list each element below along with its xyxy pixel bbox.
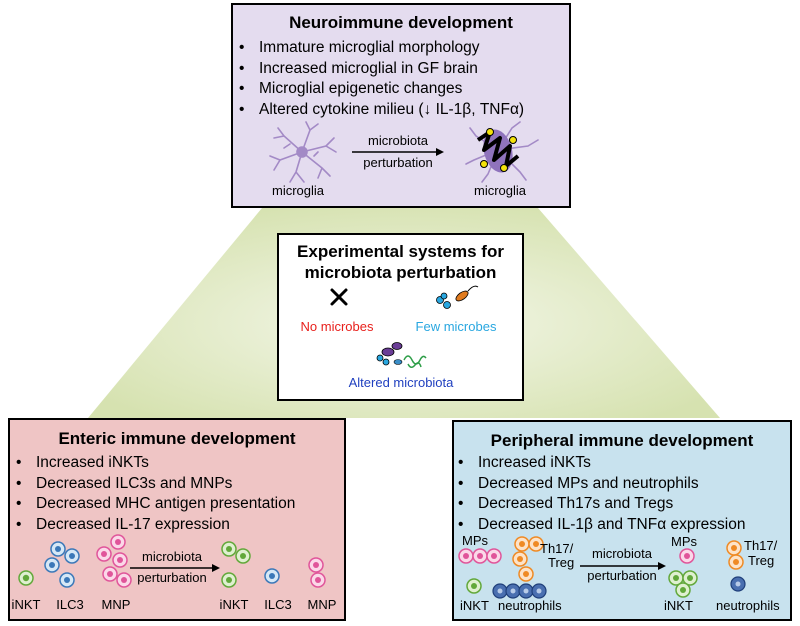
inkt-label: iNKT	[460, 598, 489, 613]
inkt-cell-icon	[18, 570, 34, 586]
mps-label: MPs	[462, 533, 488, 548]
arrow-label-top: microbiota	[368, 133, 428, 148]
activated-microglia-icon	[465, 121, 539, 183]
neutrophil-cell-icon	[730, 576, 746, 592]
arrow-label-bottom: perturbation	[137, 570, 207, 585]
neutrophils-label: neutrophils	[498, 598, 562, 613]
arrow-label-top: microbiota	[142, 549, 202, 564]
neuroimmune-box: Neuroimmune development Immature microgl…	[231, 3, 571, 208]
bullet: Increased iNKTs	[458, 453, 745, 474]
altered-microbiota-label: Altered microbiota	[348, 375, 454, 390]
few-microbes-icon	[436, 285, 479, 309]
arrow-head	[436, 148, 444, 156]
arrow-head	[212, 564, 220, 572]
arrow-label-bottom: perturbation	[587, 568, 657, 583]
experimental-systems-box: Experimental systems for microbiota pert…	[277, 233, 524, 401]
th17-treg-label: Th17/	[744, 538, 778, 553]
experimental-title-line1: Experimental systems for	[297, 242, 504, 261]
ilc3-label: ILC3	[56, 597, 84, 612]
mps-label: MPs	[671, 534, 697, 549]
mnp-label: MNP	[307, 597, 337, 612]
arrow-label-bottom: perturbation	[363, 155, 433, 170]
inkt-cell-icon	[668, 570, 698, 598]
neutrophils-label: neutrophils	[716, 598, 780, 613]
bullet: Decreased MPs and neutrophils	[458, 474, 745, 495]
mp-cell-icon	[679, 548, 695, 564]
mnp-label: MNP	[101, 597, 131, 612]
inkt-label: iNKT	[664, 598, 693, 613]
inkt-label: iNKT	[11, 597, 41, 612]
experimental-title-line2: microbiota perturbation	[304, 263, 497, 282]
th17-treg-label: Treg	[548, 555, 575, 570]
arrow-label-top: microbiota	[592, 546, 652, 561]
microglia-label: microglia	[473, 183, 527, 198]
enteric-title: Enteric immune development	[58, 429, 296, 448]
bullet: Decreased ILC3s and MNPs	[16, 474, 295, 495]
peripheral-title: Peripheral immune development	[490, 431, 754, 450]
bullet: Decreased IL-17 expression	[16, 515, 295, 536]
bullet: Decreased Th17s and Tregs	[458, 494, 745, 515]
bullet: Decreased MHC antigen presentation	[16, 494, 295, 515]
bullet: Increased microglial in GF brain	[239, 59, 524, 80]
th17-treg-label: Treg	[748, 553, 775, 568]
bullet: Altered cytokine milieu (↓ IL-1β, TNFα)	[239, 100, 524, 121]
no-microbes-label: No microbes	[300, 319, 374, 334]
neuroimmune-bullets: Immature microglial morphology Increased…	[239, 38, 524, 120]
bullet: Decreased IL-1β and TNFα expression	[458, 515, 745, 536]
microglia-icon	[269, 121, 337, 183]
th17-treg-label: Th17/	[540, 541, 574, 556]
inkt-label: iNKT	[219, 597, 249, 612]
neuroimmune-title: Neuroimmune development	[289, 13, 513, 32]
enteric-bullets: Increased iNKTs Decreased ILC3s and MNPs…	[16, 453, 295, 535]
inkt-cell-icon	[466, 578, 482, 594]
altered-microbiota-icon	[376, 342, 427, 368]
microglia-label: microglia	[271, 183, 325, 198]
arrow-head	[658, 562, 666, 570]
x-mark-icon	[330, 288, 348, 306]
ilc3-label: ILC3	[264, 597, 292, 612]
few-microbes-label: Few microbes	[415, 319, 497, 334]
peripheral-bullets: Increased iNKTs Decreased MPs and neutro…	[458, 453, 745, 535]
bullet: Increased iNKTs	[16, 453, 295, 474]
bullet: Microglial epigenetic changes	[239, 79, 524, 100]
bullet: Immature microglial morphology	[239, 38, 524, 59]
ilc3-cell-icon	[264, 568, 280, 584]
